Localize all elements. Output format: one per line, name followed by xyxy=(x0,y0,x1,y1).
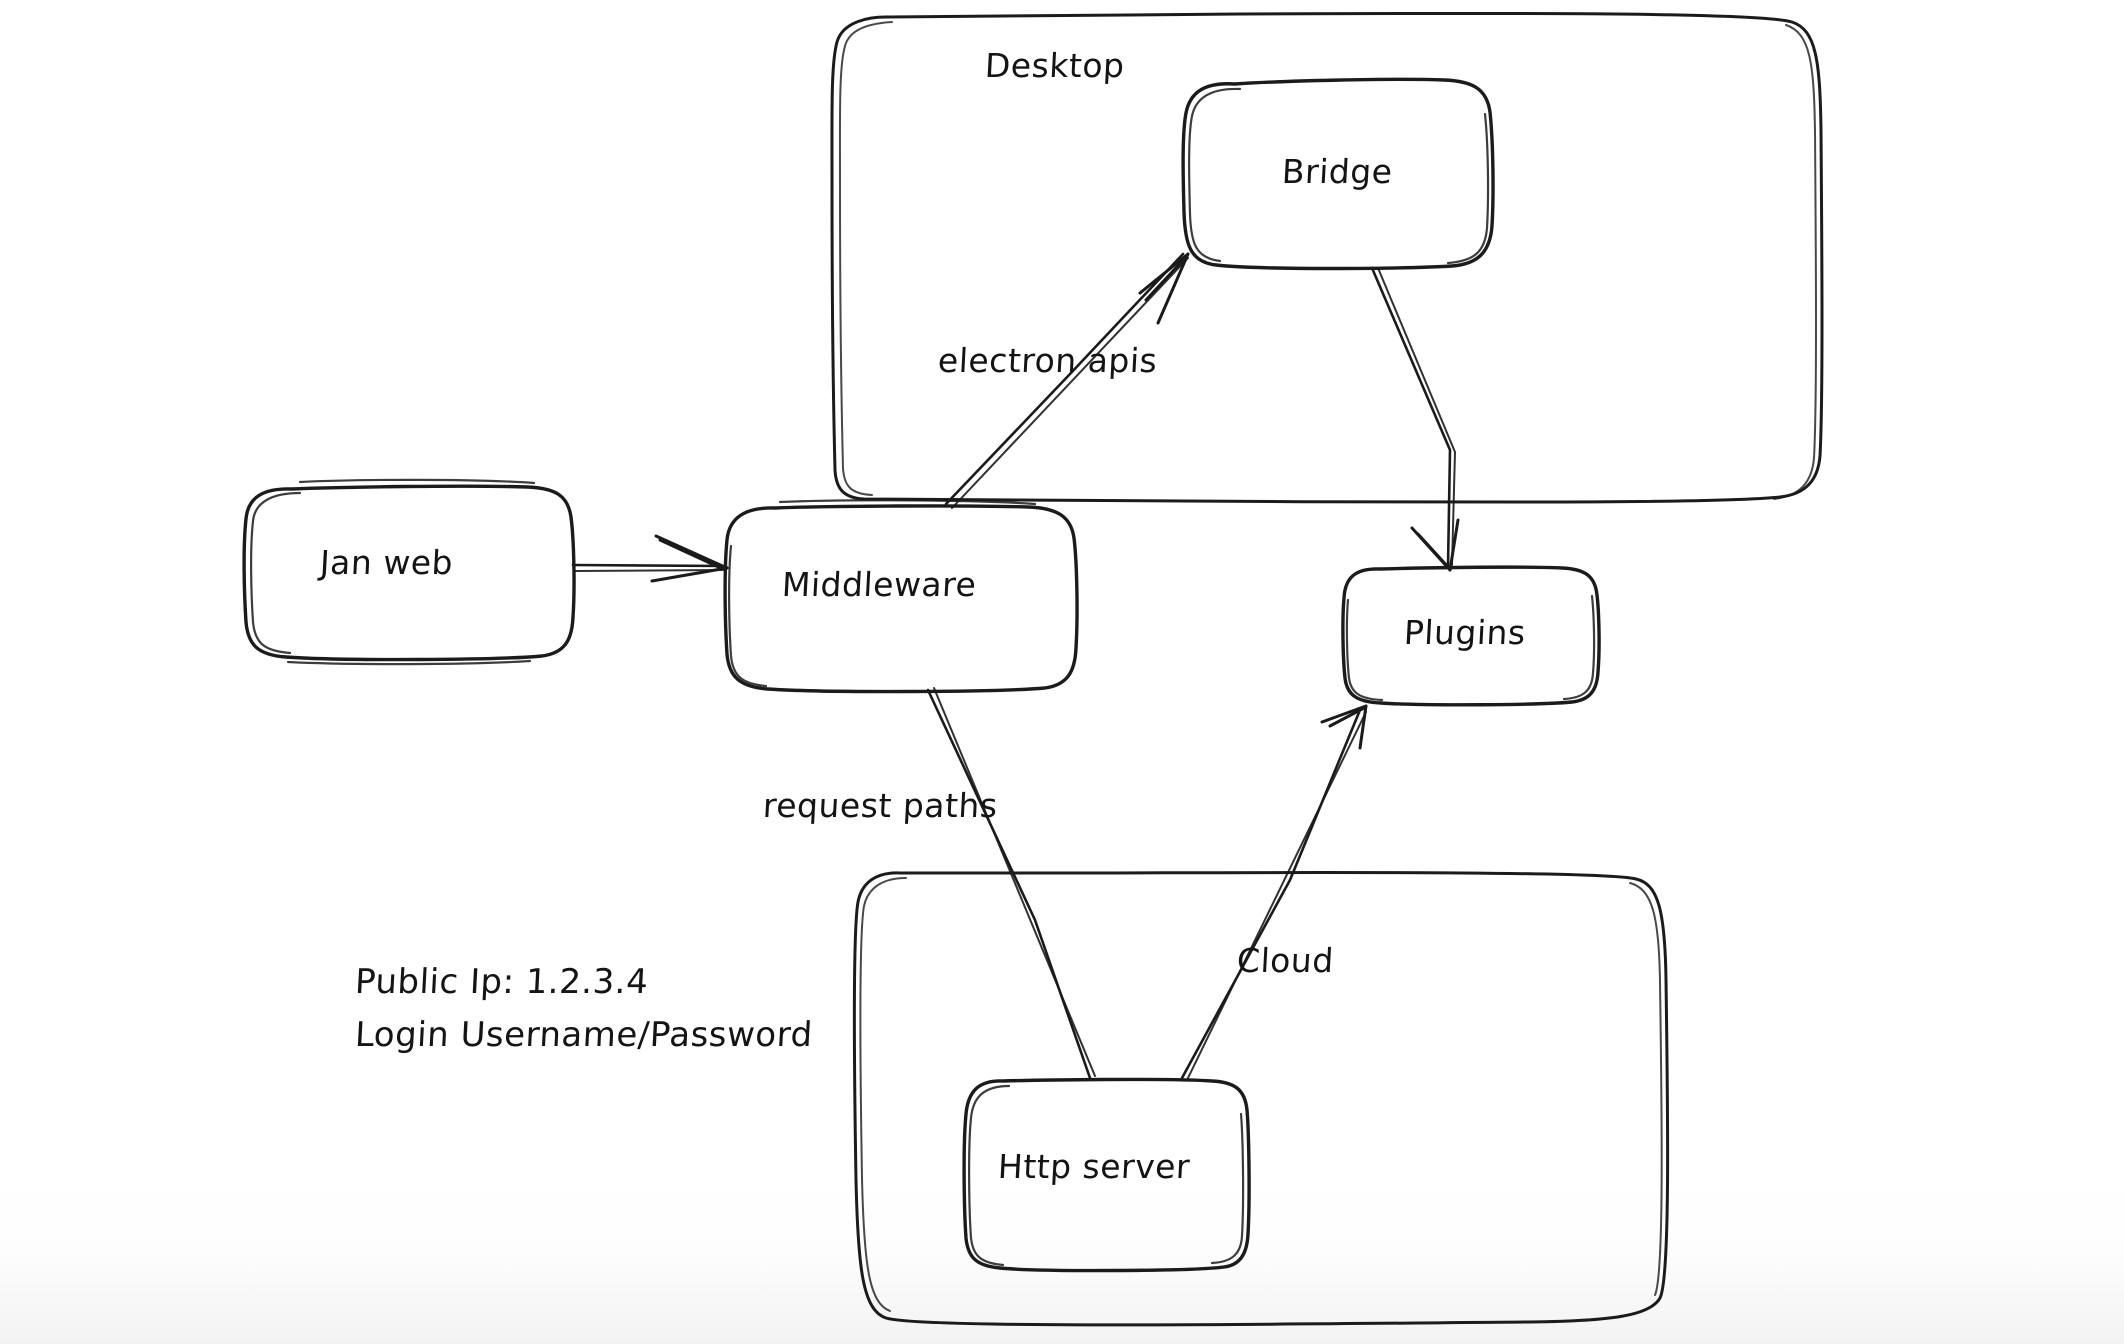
edge-bridge-to-plugins xyxy=(1370,266,1460,572)
node-label-plugins[interactable]: Plugins xyxy=(1402,613,1527,652)
node-label-http-server[interactable]: Http server xyxy=(996,1147,1192,1186)
edge-label-electron-apis: electron apis xyxy=(936,341,1159,380)
edge-label-cloud: Cloud xyxy=(1235,941,1335,980)
edge-http-server-to-plugins xyxy=(1180,704,1368,1080)
node-jan-web-outline xyxy=(242,478,576,666)
node-plugins-outline xyxy=(1341,565,1601,707)
node-http-server-outline xyxy=(962,1077,1251,1273)
node-bridge-outline xyxy=(1181,77,1495,271)
node-label-bridge[interactable]: Bridge xyxy=(1280,152,1394,191)
container-cloud-outline xyxy=(852,871,1670,1327)
edge-jan-web-to-middleware xyxy=(571,534,729,583)
edge-middleware-to-http-server xyxy=(926,687,1096,1080)
node-label-middleware[interactable]: Middleware xyxy=(780,565,978,604)
node-middleware-outline xyxy=(723,499,1079,694)
edge-middleware-to-bridge xyxy=(944,252,1190,509)
container-desktop-outline xyxy=(830,11,1824,504)
note-login-credentials: Login Username/Password xyxy=(353,1015,814,1055)
edge-label-request-paths: request paths xyxy=(761,786,999,825)
node-label-jan-web[interactable]: Jan web xyxy=(318,543,455,582)
note-public-ip: Public Ip: 1.2.3.4 xyxy=(353,962,650,1002)
container-label-desktop: Desktop xyxy=(983,46,1126,85)
